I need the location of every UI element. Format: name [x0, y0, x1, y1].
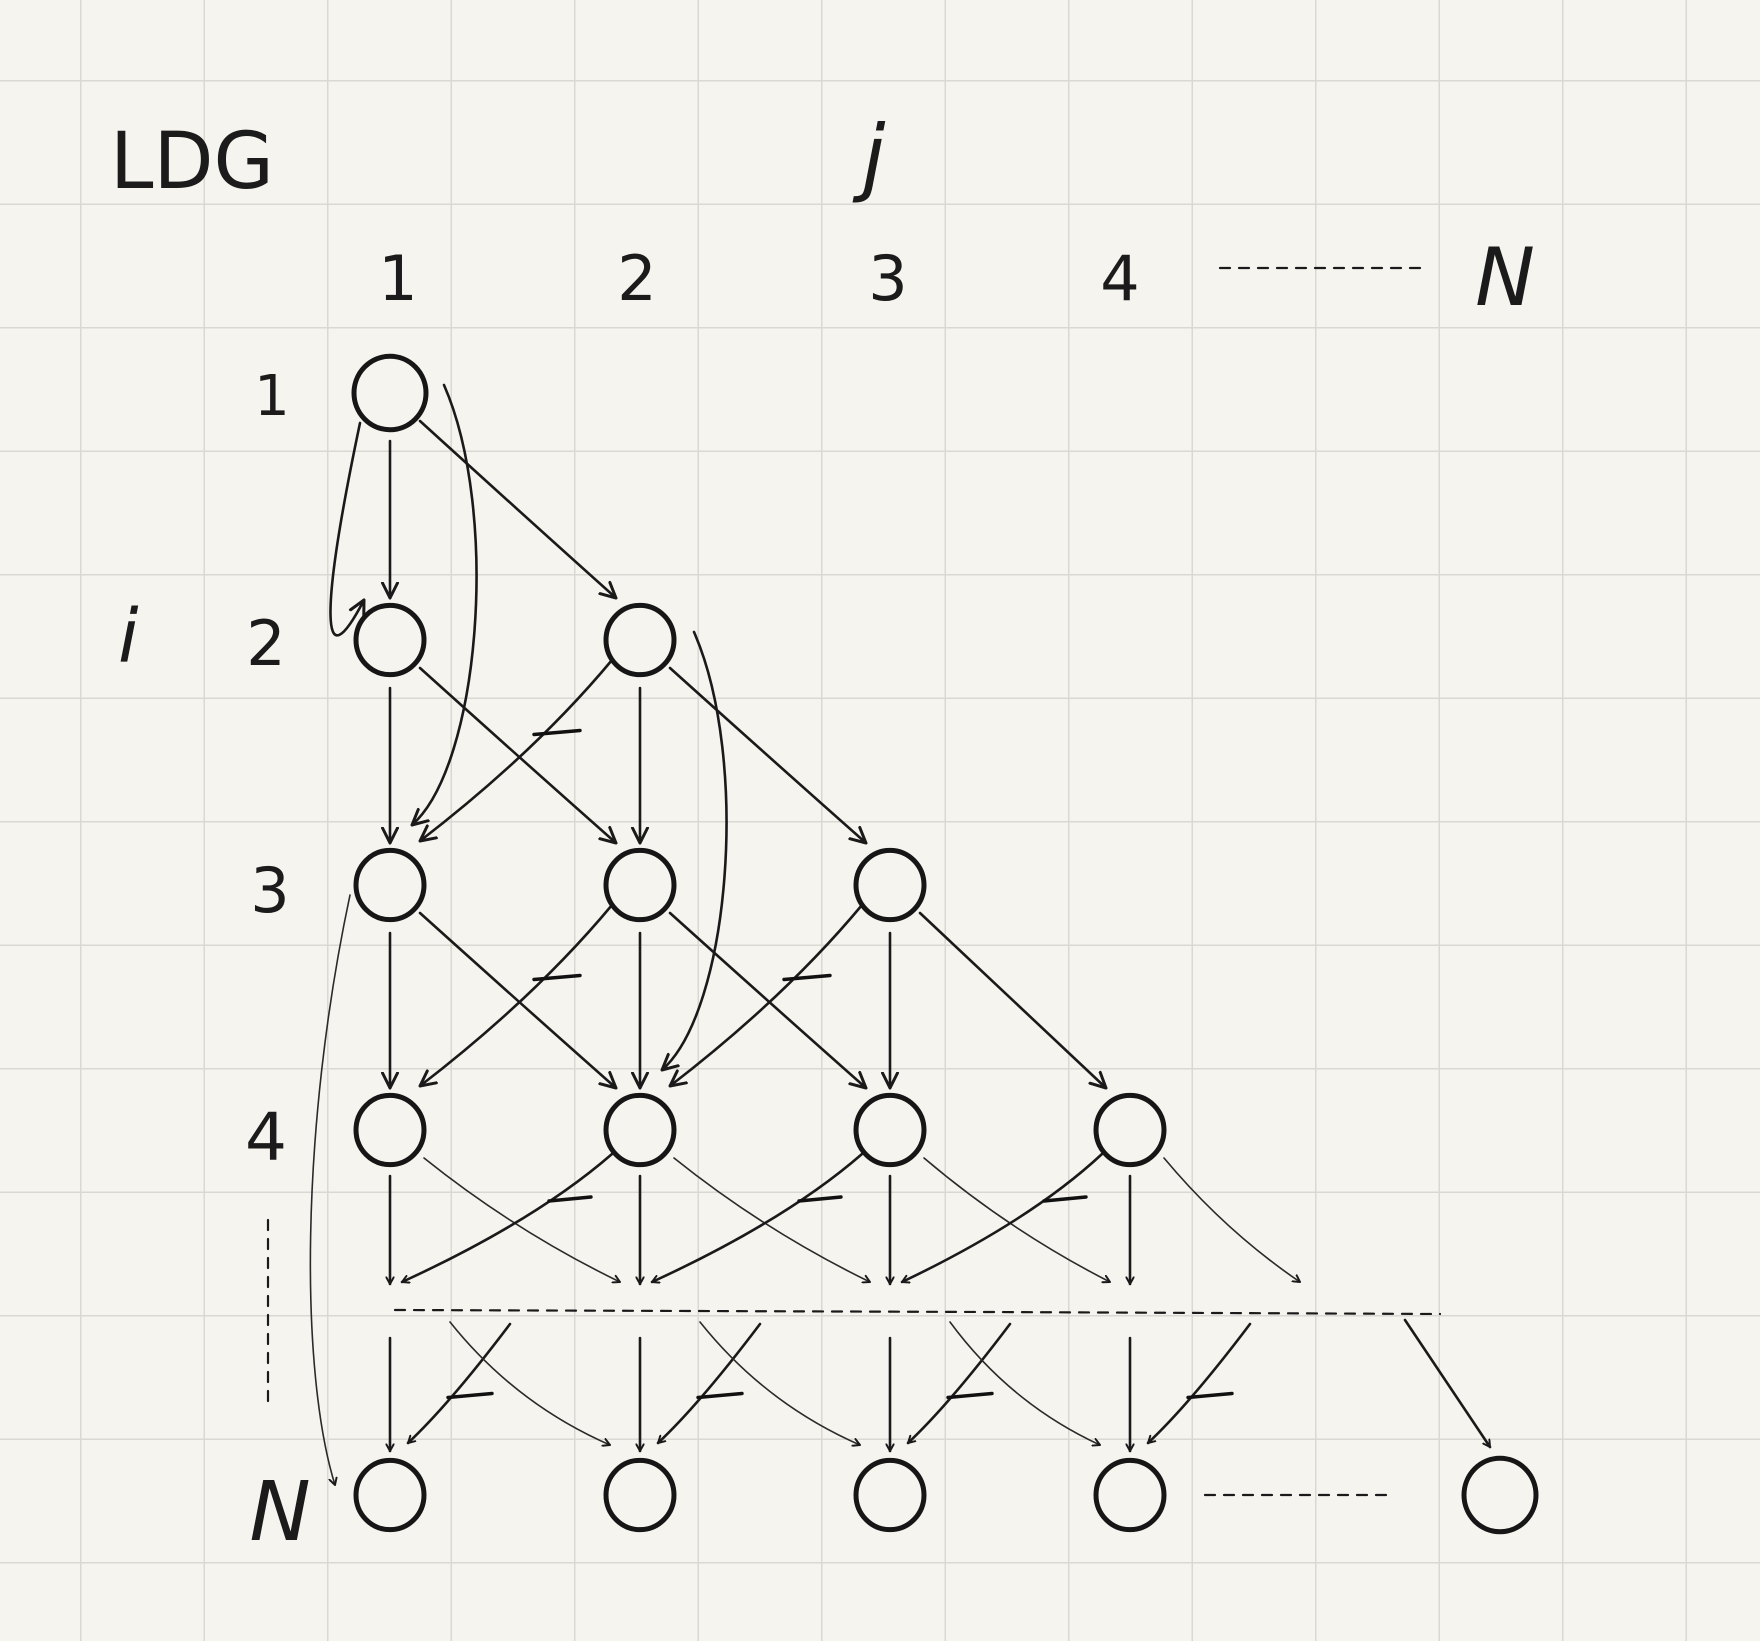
node-rN-c4	[1093, 1457, 1167, 1533]
edge-diag-r1c1	[418, 419, 616, 598]
edge-skip-right-r1c1	[412, 383, 478, 825]
node-r2-c1	[353, 602, 427, 678]
node-rN-c3	[853, 1457, 927, 1533]
node-r4-c4	[1093, 1092, 1167, 1168]
row-gap-dashes	[393, 1308, 1442, 1316]
back-mark-mid-c1	[446, 1391, 494, 1400]
edge-diag-r4c4	[1163, 1157, 1300, 1282]
node-r4-c1	[353, 1092, 427, 1168]
back-mark-r4c4	[1042, 1195, 1088, 1203]
column-label-2: 2	[617, 242, 656, 315]
edge-back-mid-c2	[656, 1322, 762, 1445]
row-axis-label: i	[118, 594, 139, 680]
node-rN-c1	[353, 1457, 427, 1533]
row-label-1: 1	[254, 364, 290, 429]
edge-back-mid-c3	[906, 1322, 1012, 1445]
edge-skip-right-r2c2	[662, 630, 728, 1070]
back-mark-r2c2	[532, 728, 582, 737]
edge-diag-r4c3	[923, 1157, 1110, 1282]
node-r3-c3	[853, 847, 927, 923]
edge-diag-mid-c2	[449, 1321, 610, 1445]
edge-diag-r2c1	[418, 666, 616, 843]
edge-back-mid-c1	[406, 1322, 512, 1445]
back-mark-r4c2	[547, 1195, 593, 1203]
row-label-2: 2	[246, 607, 285, 680]
node-r3-c1	[353, 847, 427, 923]
edge-back-r2c2	[420, 658, 614, 841]
edge-diag-mid-c3	[699, 1321, 860, 1445]
edge-diag-r3c1	[418, 911, 616, 1088]
edge-skip-left-r1	[329, 421, 364, 637]
edge-outer-left	[309, 894, 351, 1485]
row-label-3: 3	[250, 854, 289, 927]
edge-diag-r4c2	[673, 1157, 870, 1282]
edge-diag-r2c2	[668, 666, 866, 843]
node-rN-cN	[1461, 1455, 1539, 1535]
edge-diag-mid-c4	[949, 1321, 1100, 1445]
column-label-3: 3	[868, 242, 907, 315]
edge-diag-r4c1	[423, 1157, 620, 1282]
back-mark-mid-c2	[696, 1391, 744, 1400]
row-label-n: N	[249, 1465, 310, 1560]
back-mark-mid-c3	[946, 1391, 994, 1400]
node-r2-c2	[603, 602, 677, 678]
back-mark-r3c3	[782, 973, 832, 982]
column-axis-label: j	[852, 107, 886, 205]
node-rN-c2	[603, 1457, 677, 1533]
back-mark-mid-c4	[1186, 1391, 1234, 1400]
column-label-4: 4	[1100, 242, 1139, 315]
edge-layer	[309, 383, 1492, 1485]
edge-back-r4c2	[400, 1152, 614, 1282]
diagram-title: LDG	[110, 117, 274, 207]
node-r3-c2	[603, 847, 677, 923]
column-label-1: 1	[378, 242, 417, 315]
back-mark-r3c2	[532, 973, 582, 982]
edge-diag-r3c2	[668, 911, 866, 1088]
node-r4-c2	[603, 1092, 677, 1168]
node-r1-c1	[351, 353, 429, 433]
back-mark-r4c3	[797, 1195, 843, 1203]
node-r4-c3	[853, 1092, 927, 1168]
edge-back-r4c4	[900, 1152, 1104, 1282]
edge-diag-r3c3	[918, 911, 1106, 1088]
edge-back-r4c3	[650, 1152, 864, 1282]
edge-back-mid-c4	[1146, 1322, 1252, 1445]
column-label-n: N	[1475, 231, 1535, 324]
edge-back-r3c3	[670, 903, 864, 1086]
node-layer	[351, 353, 1539, 1535]
edge-back-r3c2	[420, 903, 614, 1086]
row-label-4: 4	[245, 1099, 287, 1176]
edge-to-node-n	[1403, 1318, 1492, 1449]
